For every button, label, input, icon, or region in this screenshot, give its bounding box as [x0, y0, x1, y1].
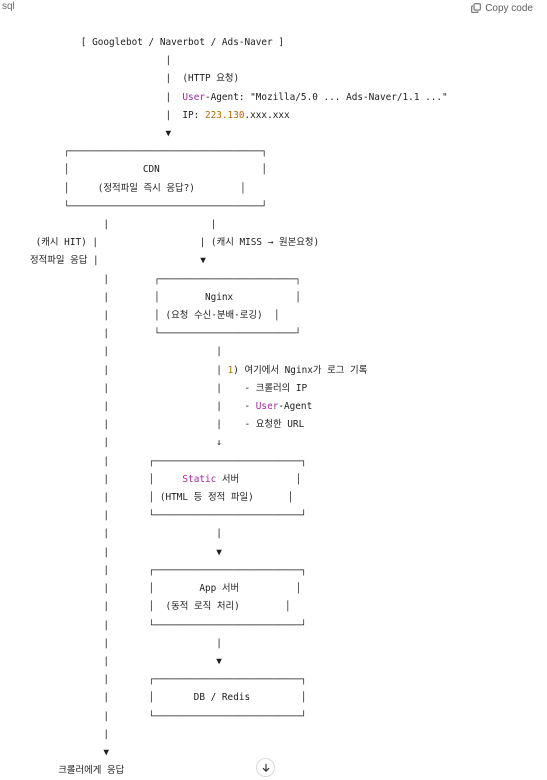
code-line: | └──────────────────────────┘	[30, 619, 307, 631]
code-line: │ (정적파일 즉시 응답?) │	[30, 182, 246, 194]
copy-code-label: Copy code	[485, 2, 533, 14]
code-line: | │ DB / Redis │	[30, 692, 307, 704]
code-line: ▼	[30, 746, 110, 758]
code-line: | │ (HTML 등 정적 파일) │	[30, 492, 294, 504]
code-block: [ Googlebot / Naverbot / Ads-Naver ] | |…	[30, 34, 448, 780]
code-line: | ┌────────────────────────┐	[30, 273, 301, 285]
copy-icon	[471, 3, 481, 13]
code-line: | └──────────────────────────┘	[30, 510, 307, 522]
code-line: |	[30, 728, 110, 740]
code-line: 정적파일 응답 | ▼	[30, 255, 206, 267]
code-line: | └────────────────────────┘	[30, 328, 301, 340]
code-line: | │ App 서버 │	[30, 583, 302, 595]
code-line: | | - 크롤러의 IP	[30, 382, 308, 394]
code-line: | | - User-Agent	[30, 401, 313, 413]
code-line: ┌──────────────────────────────────┐	[30, 146, 268, 158]
code-line: | ┌──────────────────────────┐	[30, 455, 307, 467]
code-line: | ↓	[30, 437, 222, 449]
code-line: | | 1) 여기에서 Nginx가 로그 기록	[30, 364, 368, 376]
code-line: | |	[30, 346, 222, 358]
code-line: | │ (동적 로직 처리) │	[30, 601, 291, 613]
code-line: | └──────────────────────────┘	[30, 710, 307, 722]
code-line: |	[30, 55, 172, 67]
code-line: ▼	[30, 128, 172, 140]
code-line: | (HTTP 요청)	[30, 73, 240, 85]
code-line: | |	[30, 219, 217, 231]
code-line: | |	[30, 637, 222, 649]
code-line: | |	[30, 528, 222, 540]
scroll-to-bottom-button[interactable]	[256, 758, 275, 777]
code-language-label: sql	[2, 1, 15, 12]
code-line: └──────────────────────────────────┘	[30, 200, 268, 212]
arrow-down-icon	[261, 758, 271, 777]
code-line: 크롤러에게 응답	[30, 765, 125, 777]
code-line: | User-Agent: "Mozilla/5.0 ... Ads-Naver…	[30, 91, 448, 103]
code-line: | IP: 223.130.xxx.xxx	[30, 109, 290, 121]
code-line: | ▼	[30, 546, 222, 558]
code-line: | | - 요청한 URL	[30, 419, 305, 431]
code-line: [ Googlebot / Naverbot / Ads-Naver ]	[30, 37, 284, 48]
code-line: | ┌──────────────────────────┐	[30, 564, 307, 576]
code-line: | ▼	[30, 655, 222, 667]
code-line: | ┌──────────────────────────┐	[30, 674, 307, 686]
code-line: | │ (요청 수신·분배·로깅) │	[30, 310, 280, 322]
code-line: │ CDN │	[30, 164, 268, 176]
code-line: | │ Nginx │	[30, 291, 301, 303]
copy-code-button[interactable]: Copy code	[471, 0, 533, 16]
code-line: (캐시 HIT) | | (캐시 MISS → 원본요청)	[30, 237, 320, 249]
code-line: | │ Static 서버 │	[30, 473, 302, 485]
code-block-header: sql Copy code	[0, 0, 547, 16]
